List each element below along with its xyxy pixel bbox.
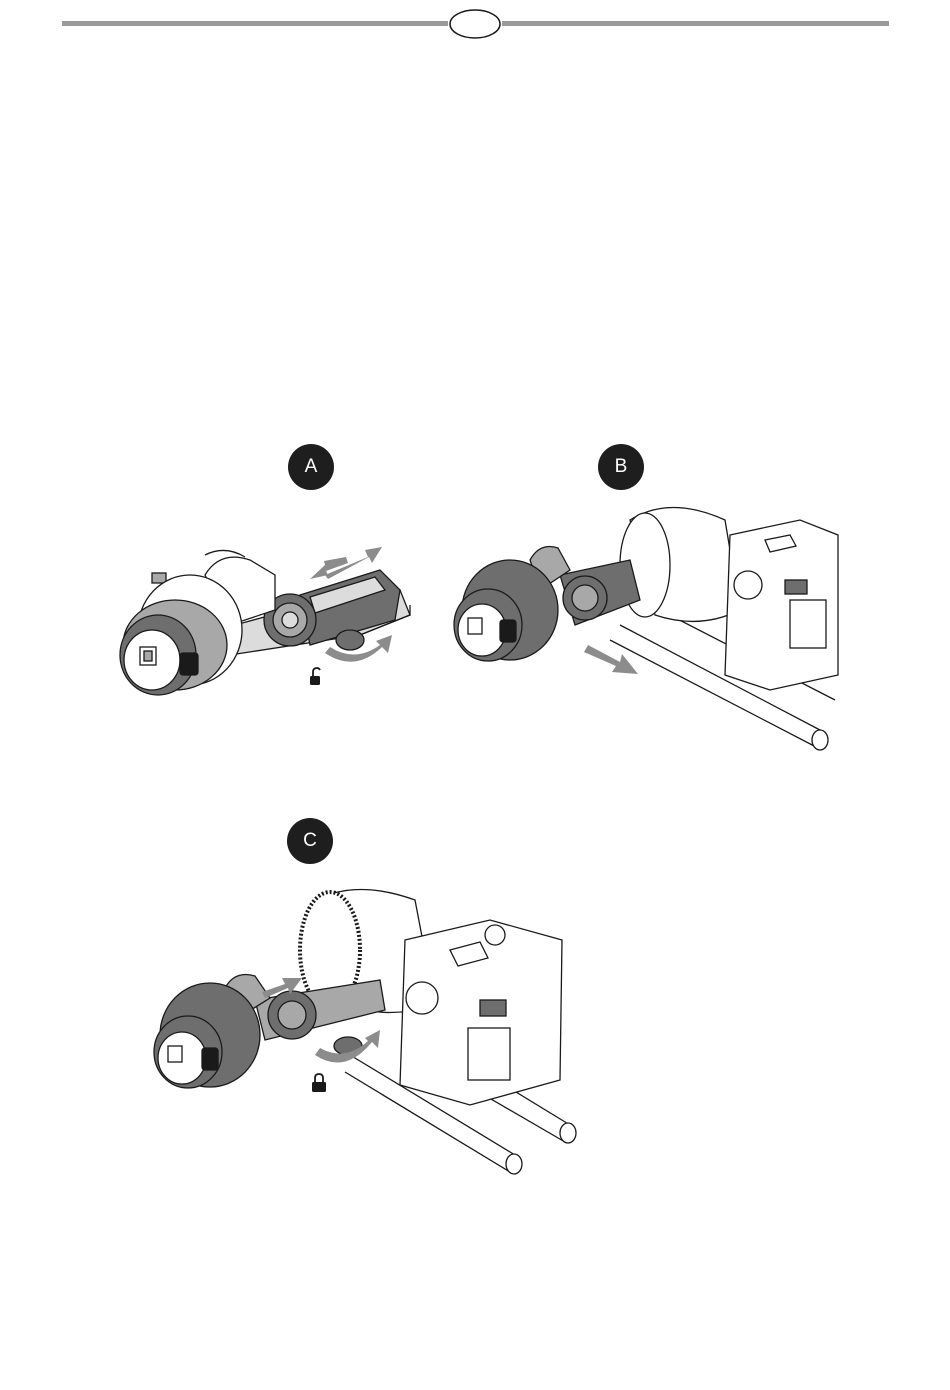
camera-screen xyxy=(790,600,826,648)
illustration-a xyxy=(110,535,420,695)
lock-knob xyxy=(336,630,364,650)
lock-icon xyxy=(312,1074,326,1092)
slide-out-arrow-icon xyxy=(584,645,638,674)
page-number-oval xyxy=(450,10,500,38)
viewfinder xyxy=(785,580,807,594)
viewfinder xyxy=(480,1000,506,1016)
camera-dial xyxy=(406,982,438,1014)
step-badge-c: C xyxy=(287,818,333,864)
illustration-b xyxy=(440,490,840,760)
marker-window-icon xyxy=(468,618,482,634)
rod-end xyxy=(506,1154,522,1174)
step-badge-b: B xyxy=(598,444,644,490)
header-rule-left xyxy=(62,21,448,26)
illustration-c xyxy=(150,880,590,1180)
camera-screen xyxy=(468,1028,510,1080)
header-rule-right xyxy=(502,21,889,26)
step-badge-a: A xyxy=(288,444,334,490)
header-rule xyxy=(0,0,950,50)
marker-window-icon xyxy=(168,1046,182,1062)
camera-dial xyxy=(734,571,762,599)
unlock-icon xyxy=(310,668,320,685)
rod-end xyxy=(812,730,828,750)
